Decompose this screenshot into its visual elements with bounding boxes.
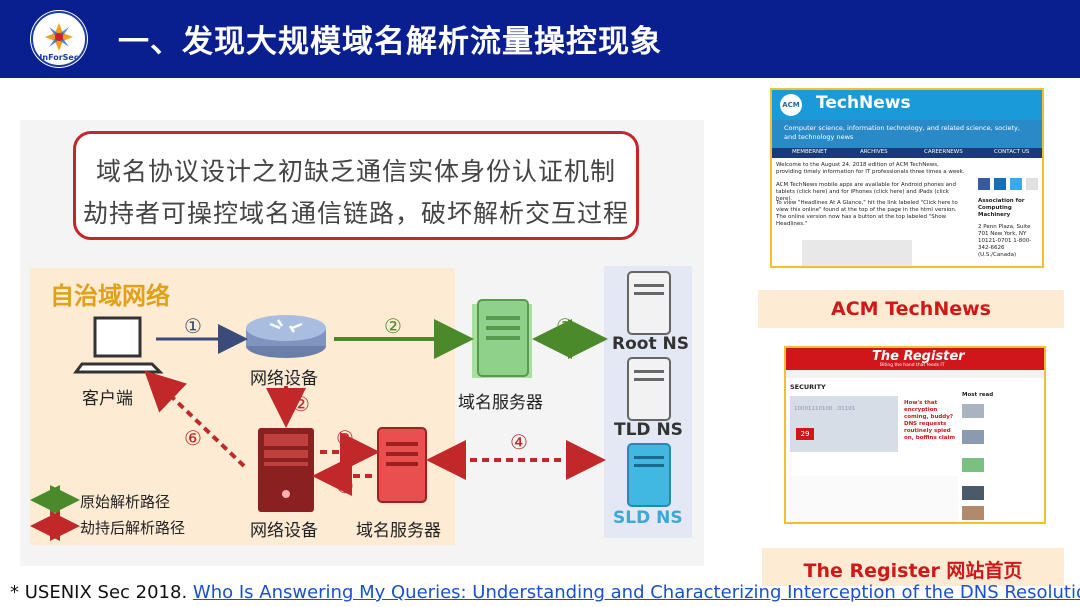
register-most-read: Most read: [962, 392, 994, 398]
step-4-label: ④: [510, 430, 528, 454]
acm-technews-screenshot: ACM TechNews Computer science, informati…: [770, 88, 1044, 268]
green-server-icon: [472, 299, 532, 378]
legend-original-label: 原始解析路径: [80, 493, 171, 511]
most-read-thumb-2: [962, 430, 984, 444]
step-6-label: ⑥: [184, 426, 202, 450]
acm-caption-bg: [758, 290, 1064, 328]
sld-ns-label: SLD NS: [613, 508, 683, 528]
twitter-icon[interactable]: [1010, 178, 1022, 190]
step-5-label: ⑤: [336, 474, 354, 498]
register-hero-image: [790, 396, 898, 452]
register-brand: The Register: [872, 349, 965, 364]
claim-box: 域名协议设计之初缺乏通信实体身份认证机制 劫持者可操控域名通信链路，破坏解析交互…: [73, 131, 639, 240]
rss-icon[interactable]: [1026, 178, 1038, 190]
hijack-device-label: 网络设备: [250, 521, 318, 541]
register-section: SECURITY: [790, 383, 826, 391]
tld-ns-server-icon: [627, 357, 671, 421]
laptop-icon: [73, 316, 164, 374]
facebook-icon[interactable]: [978, 178, 990, 190]
acm-nav-1[interactable]: MEMBERNET: [792, 149, 827, 155]
the-register-screenshot: The Register Biting the hand that feeds …: [784, 346, 1046, 524]
acm-nav-2[interactable]: ARCHIVES: [860, 149, 888, 155]
step-1-label: ①: [184, 314, 202, 338]
acm-caption: ACM TechNews: [831, 298, 991, 320]
register-tagline: Biting the hand that feeds IT: [880, 363, 945, 368]
page-title: 一、发现大规模域名解析流量操控现象: [118, 24, 662, 60]
register-story-grid: [790, 476, 958, 522]
router-icon: [246, 315, 326, 358]
acm-paragraph-1: Welcome to the August 24, 2018 edition o…: [776, 162, 965, 175]
register-comment-badge: 29: [796, 428, 814, 440]
acm-paragraph-2: ACM TechNews mobile apps are available f…: [776, 182, 957, 202]
most-read-thumb-5: [962, 506, 984, 520]
autonomous-domain-label: 自治域网络: [50, 282, 170, 310]
root-ns-label: Root NS: [612, 334, 689, 354]
register-caption: The Register 网站首页: [803, 560, 1023, 582]
acm-tagline: Computer science, information technology…: [784, 124, 1020, 141]
register-caption-bg: [762, 548, 1064, 586]
sld-ns-server-icon: [627, 443, 671, 507]
legend-hijacked-label: 劫持后解析路径: [80, 519, 186, 537]
claim-line-2: 劫持者可操控域名通信链路，破坏解析交互过程: [82, 199, 629, 228]
acm-address: 2 Penn Plaza, Suite 701 New York, NY 101…: [978, 224, 1032, 258]
claim-line-1: 域名协议设计之初缺乏通信实体身份认证机制: [95, 157, 616, 186]
acm-nav-3[interactable]: CAREERNEWS: [924, 149, 963, 155]
hijack-device-icon: [258, 428, 314, 512]
header-bar: InForSec 一、发现大规模域名解析流量操控现象: [0, 0, 1080, 78]
step-2-label: ②: [384, 314, 402, 338]
acm-brand: TechNews: [816, 93, 911, 113]
step-2-red-label: ②: [292, 392, 310, 416]
footnote: * USENIX Sec 2018. Who Is Answering My Q…: [10, 582, 1080, 603]
acm-ad-image: [802, 240, 912, 266]
tld-ns-label: TLD NS: [614, 420, 683, 440]
inforsec-logo-icon: InForSec: [31, 11, 87, 67]
step-6-red-arrow: [144, 370, 246, 468]
acm-paragraph-3: To view "Headlines At A Glance," hit the…: [776, 200, 958, 227]
acm-association: Association for Computing Machinery: [978, 198, 1025, 218]
linkedin-icon[interactable]: [994, 178, 1006, 190]
step-3-label: ③: [556, 314, 574, 338]
most-read-thumb-3: [962, 458, 984, 472]
register-headline[interactable]: How's that encryption coming, buddy? DNS…: [904, 400, 956, 441]
footnote-prefix: * USENIX Sec 2018.: [10, 582, 193, 603]
most-read-thumb-4: [962, 486, 984, 500]
inforsec-logo: InForSec: [30, 10, 88, 68]
register-binary: 10001110100 ..01101: [794, 406, 856, 412]
hijack-server-label: 域名服务器: [356, 521, 441, 541]
dns-server-label: 域名服务器: [458, 393, 543, 413]
svg-text:InForSec: InForSec: [39, 53, 78, 62]
footnote-paper-link[interactable]: Who Is Answering My Queries: Understandi…: [192, 582, 1080, 603]
router-label: 网络设备: [250, 369, 318, 389]
root-ns-server-icon: [627, 271, 671, 335]
acm-nav-4[interactable]: CONTACT US: [994, 149, 1030, 155]
step-3-red-label: ③: [336, 426, 354, 450]
client-label: 客户端: [82, 389, 133, 409]
acm-logo: ACM: [780, 94, 802, 116]
most-read-thumb-1: [962, 404, 984, 418]
red-server-icon: [377, 427, 427, 503]
